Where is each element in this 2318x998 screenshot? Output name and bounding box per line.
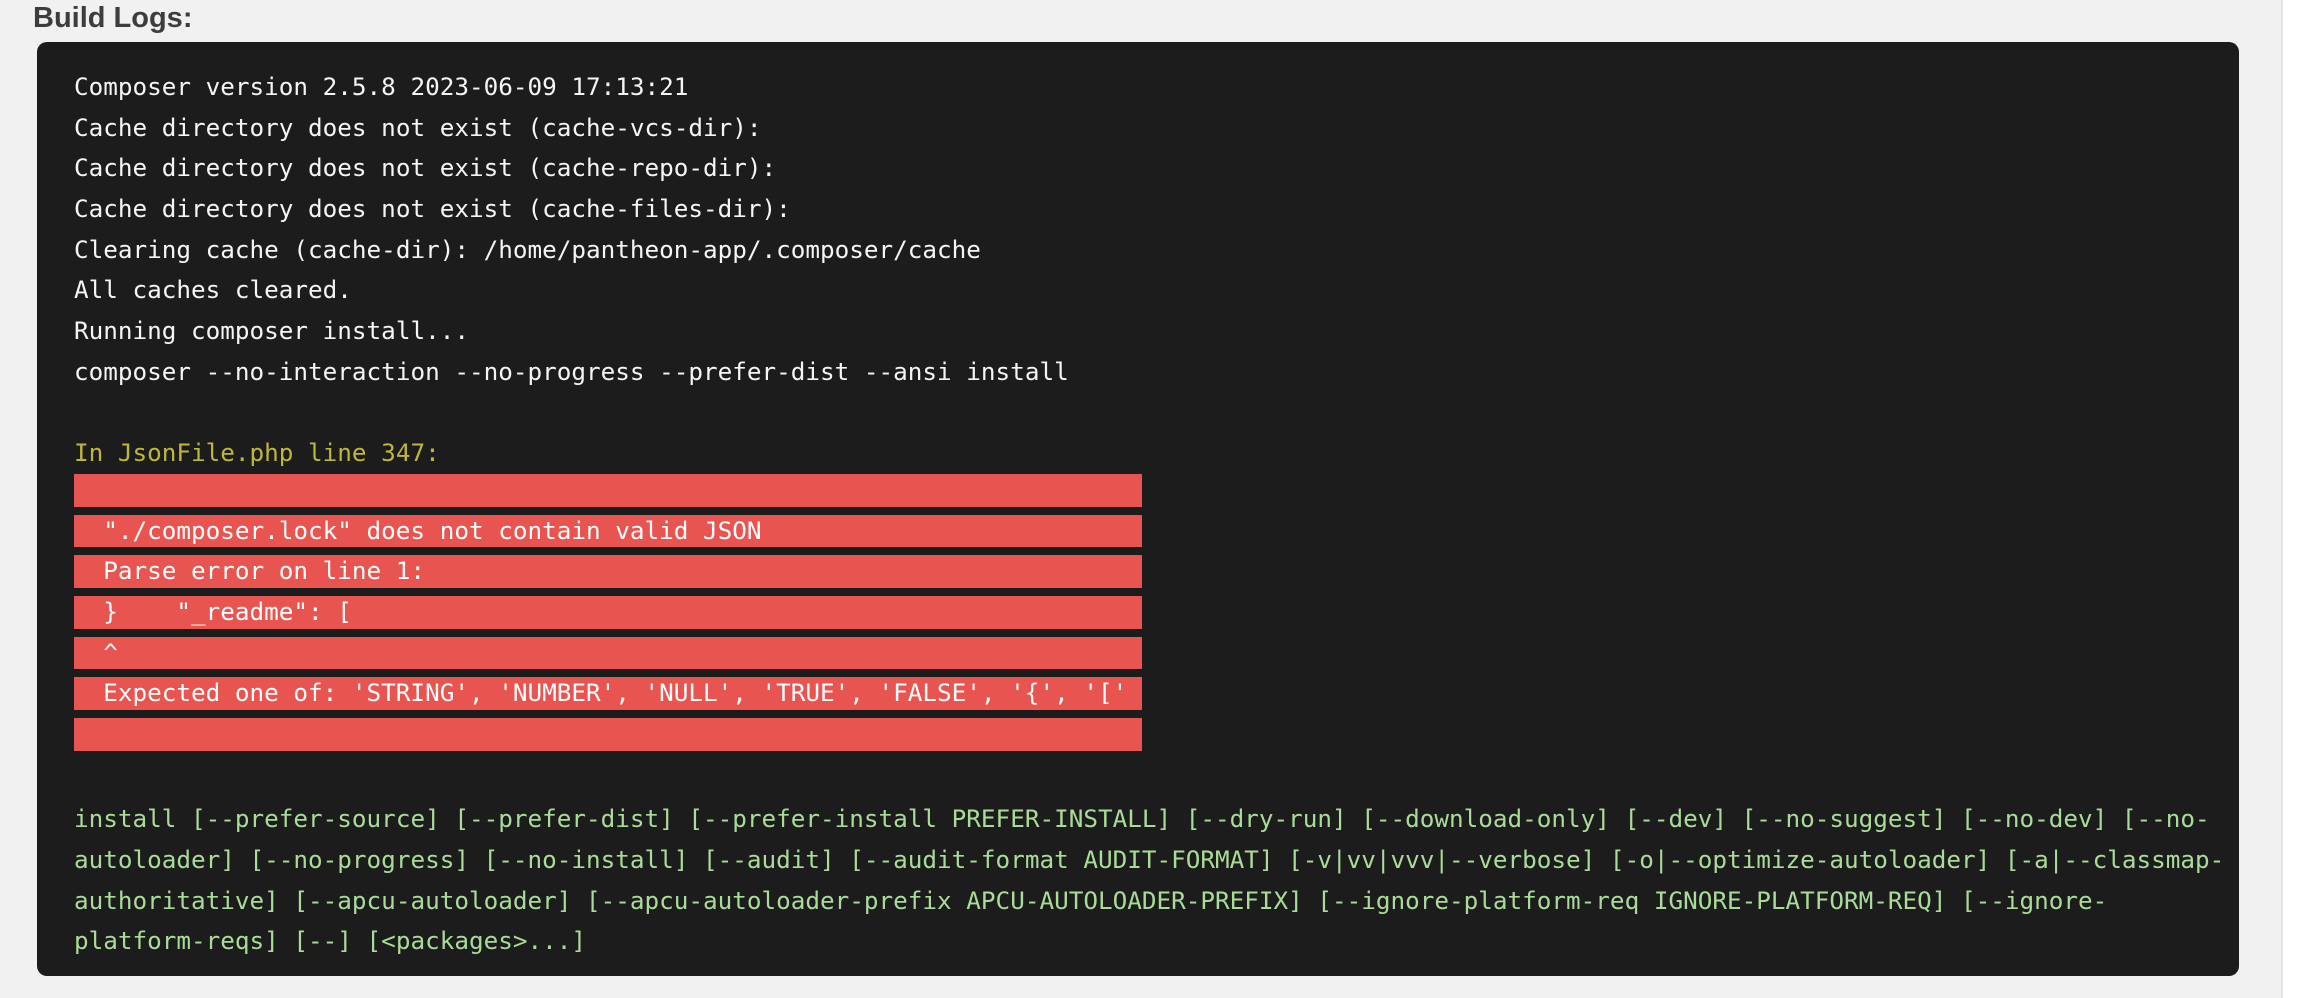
- usage-line: autoloader] [--no-progress] [--no-instal…: [74, 845, 2225, 875]
- log-line: All caches cleared.: [74, 275, 352, 305]
- error-line: ^: [74, 636, 1142, 670]
- error-line: [74, 473, 1142, 507]
- log-line: Composer version 2.5.8 2023-06-09 17:13:…: [74, 72, 689, 101]
- error-line: "./composer.lock" does not contain valid…: [74, 514, 1142, 548]
- blank-line: [74, 759, 2221, 800]
- log-line: Cache directory does not exist (cache-vc…: [74, 112, 762, 142]
- usage-line: platform-reqs] [--] [<packages>...]: [74, 926, 586, 956]
- log-line: Cache directory does not exist (cache-fi…: [74, 194, 791, 224]
- usage-line: authoritative] [--apcu-autoloader] [--ap…: [74, 885, 2108, 915]
- log-line: Clearing cache (cache-dir): /home/panthe…: [74, 234, 981, 264]
- error-line: Expected one of: 'STRING', 'NUMBER', 'NU…: [74, 677, 1142, 710]
- error-line: Parse error on line 1:: [74, 555, 1142, 588]
- log-line: Running composer install...: [74, 316, 469, 346]
- error-line: } "_readme": [: [74, 595, 1142, 629]
- error-block: "./composer.lock" does not contain valid…: [74, 473, 1142, 751]
- log-line: Cache directory does not exist (cache-re…: [74, 153, 777, 183]
- blank-line: [74, 393, 2221, 434]
- build-log-terminal[interactable]: Composer version 2.5.8 2023-06-09 17:13:…: [37, 42, 2239, 976]
- log-line: composer --no-interaction --no-progress …: [74, 356, 1069, 386]
- build-logs-heading: Build Logs:: [33, 2, 193, 34]
- usage-line: install [--prefer-source] [--prefer-dist…: [74, 804, 2210, 834]
- error-line: [74, 718, 1142, 751]
- exception-location-line: In JsonFile.php line 347:: [74, 438, 440, 468]
